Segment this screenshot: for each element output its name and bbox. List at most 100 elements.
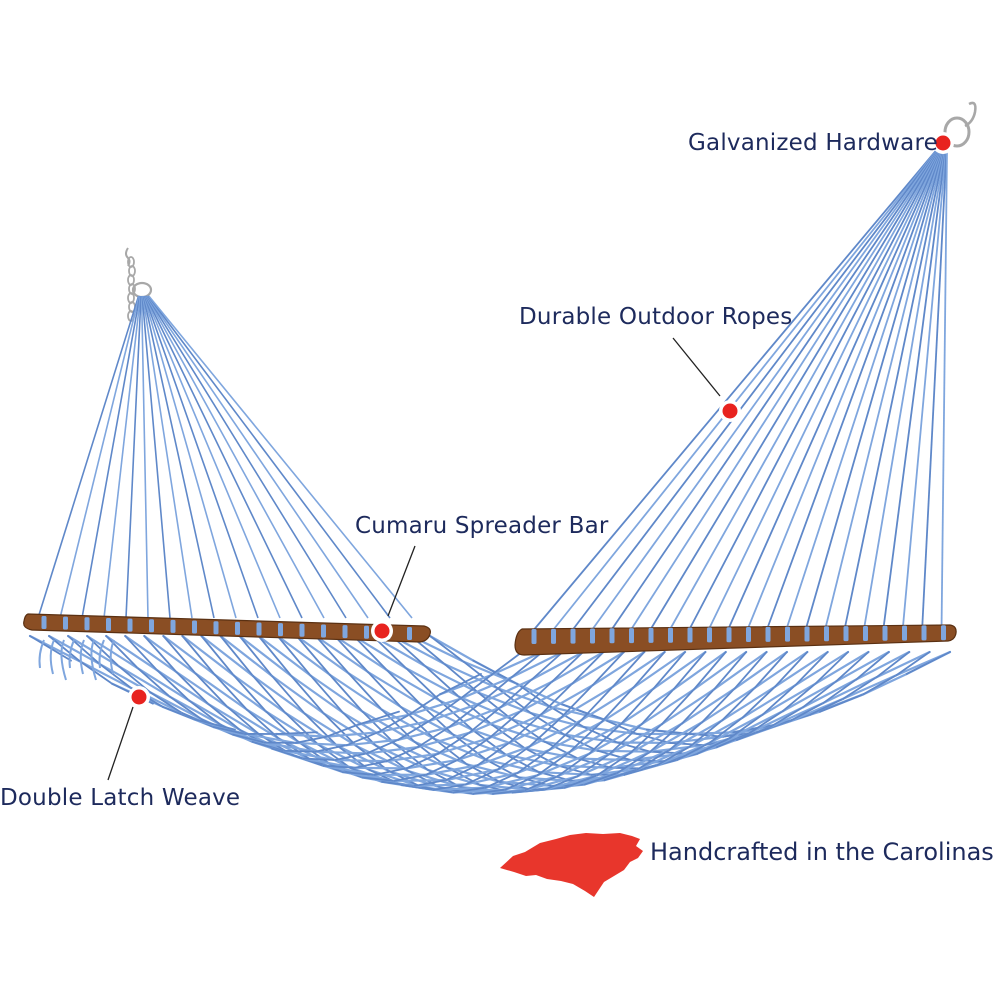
weave-strand bbox=[436, 736, 491, 755]
weave-strand bbox=[620, 688, 675, 725]
left-suspension-ropes bbox=[37, 295, 413, 619]
weave-strand bbox=[365, 739, 399, 755]
weave-strand bbox=[603, 768, 639, 782]
right-ring-hardware bbox=[943, 101, 977, 148]
weave-strand bbox=[539, 682, 574, 716]
weave-strand bbox=[271, 675, 326, 715]
weave-strand bbox=[365, 746, 419, 755]
weave-strand bbox=[905, 651, 951, 675]
weave-strand bbox=[468, 706, 502, 734]
weave-strand bbox=[524, 775, 559, 792]
weave-strand bbox=[168, 695, 203, 721]
weave-strand bbox=[443, 662, 499, 690]
weave-strand bbox=[774, 651, 809, 688]
bar-rope-hole bbox=[570, 628, 576, 644]
weave-strand bbox=[408, 693, 441, 716]
weave-strand bbox=[855, 651, 890, 681]
weave-strand bbox=[728, 713, 764, 739]
weave-strand bbox=[781, 680, 837, 713]
bar-rope-hole bbox=[863, 625, 868, 641]
weave-strand bbox=[302, 757, 337, 761]
weave-strand bbox=[563, 733, 599, 752]
weave-strand bbox=[571, 650, 626, 685]
weave-strand bbox=[649, 744, 705, 753]
weave-strand bbox=[588, 723, 643, 755]
weave-strand bbox=[524, 747, 560, 767]
bar-rope-hole bbox=[824, 626, 829, 642]
weave-strand bbox=[588, 722, 623, 755]
weave-strand bbox=[895, 651, 931, 677]
weave-strand bbox=[334, 758, 388, 763]
bar-rope-hole bbox=[648, 627, 654, 643]
weave-strand bbox=[583, 772, 619, 786]
weave-strand bbox=[510, 651, 544, 679]
weave-strand bbox=[181, 635, 216, 676]
weave-strand bbox=[105, 635, 139, 670]
suspension-rope bbox=[143, 295, 237, 619]
weave-strand bbox=[334, 752, 368, 761]
weave-strand bbox=[385, 752, 439, 763]
weave-strand bbox=[175, 671, 210, 705]
suspension-rope bbox=[146, 295, 369, 619]
weave-strand bbox=[510, 650, 564, 679]
weave-strand bbox=[323, 712, 358, 747]
weave-strand bbox=[753, 651, 788, 689]
weave-strand bbox=[508, 716, 563, 744]
tagline-handcrafted: Handcrafted in the Carolinas bbox=[650, 838, 994, 866]
bar-rope-hole bbox=[746, 627, 751, 643]
weave-strand bbox=[608, 723, 663, 756]
rope-weave-bed bbox=[28, 634, 952, 795]
weave-strand bbox=[488, 713, 542, 740]
weave-strand bbox=[600, 687, 655, 724]
suspension-rope bbox=[142, 295, 215, 619]
weave-strand bbox=[297, 740, 332, 766]
suspension-rope bbox=[145, 295, 325, 619]
bar-rope-hole bbox=[941, 625, 946, 641]
bar-rope-hole bbox=[342, 625, 348, 639]
weave-strand bbox=[257, 635, 293, 677]
weave-strand bbox=[194, 672, 229, 709]
weave-strand bbox=[276, 635, 312, 677]
weave-strand bbox=[577, 757, 613, 769]
weave-strand bbox=[263, 741, 317, 753]
weave-strand bbox=[472, 788, 507, 795]
weave-strand bbox=[568, 722, 623, 754]
weave-strand bbox=[479, 678, 533, 705]
weave-strand bbox=[181, 634, 235, 677]
suspension-rope bbox=[143, 295, 259, 619]
weave-strand bbox=[232, 674, 287, 715]
weave-strand bbox=[283, 749, 317, 753]
bar-rope-hole bbox=[668, 627, 673, 643]
weave-strand bbox=[193, 718, 236, 731]
suspension-rope bbox=[628, 149, 940, 633]
weave-strand bbox=[297, 740, 352, 769]
weave-strand bbox=[524, 775, 579, 792]
bar-rope-hole bbox=[804, 626, 810, 642]
bar-rope-hole bbox=[902, 625, 907, 641]
leader-weave bbox=[107, 706, 134, 781]
weave-strand bbox=[708, 713, 764, 744]
weave-strand bbox=[539, 684, 594, 716]
weave-strand bbox=[528, 716, 562, 748]
weave-strand bbox=[576, 753, 611, 778]
suspension-rope bbox=[726, 149, 943, 633]
weave-strand bbox=[271, 675, 306, 715]
weave-strand bbox=[352, 635, 389, 672]
weave-strand bbox=[444, 764, 479, 782]
weave-strand bbox=[551, 651, 585, 683]
weave-strand bbox=[396, 720, 430, 741]
weave-strand bbox=[600, 687, 634, 724]
weave-strand bbox=[484, 772, 519, 789]
weave-strand bbox=[669, 742, 705, 747]
weave-strand bbox=[207, 703, 242, 731]
weave-strand bbox=[325, 731, 380, 738]
weave-strand bbox=[352, 634, 408, 670]
fringe-tassel bbox=[90, 639, 97, 681]
weave-strand bbox=[576, 752, 631, 778]
weave-strand bbox=[405, 667, 460, 698]
bar-rope-hole bbox=[707, 627, 712, 643]
weave-strand bbox=[314, 750, 368, 755]
fringe-tassel bbox=[68, 639, 75, 669]
weave-strand bbox=[530, 650, 585, 681]
suspension-rope bbox=[103, 295, 142, 619]
